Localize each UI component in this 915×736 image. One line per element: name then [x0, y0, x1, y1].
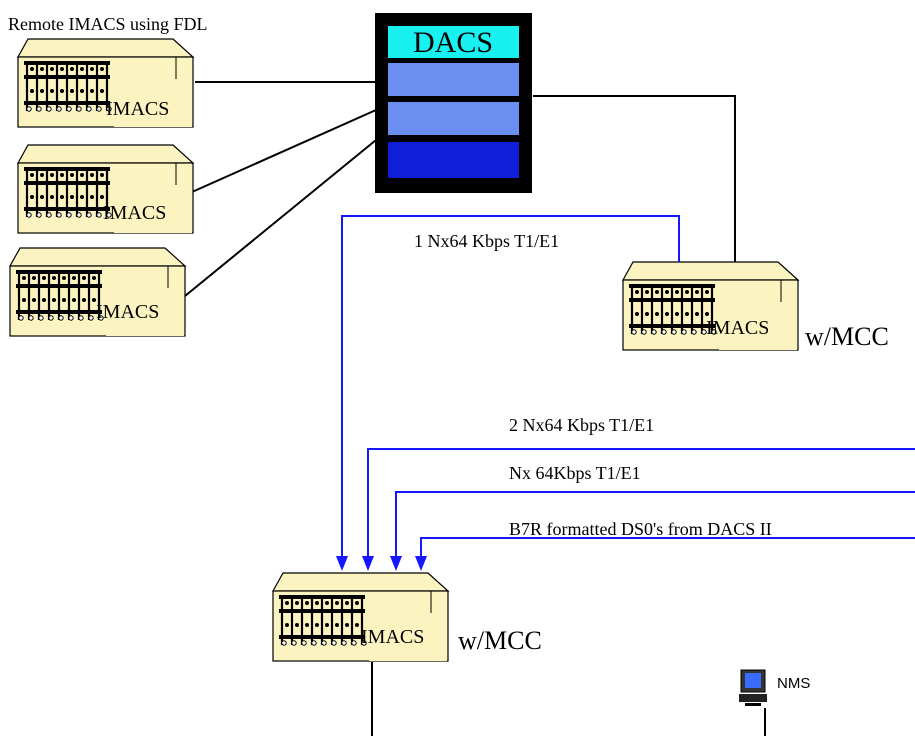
link-remote3-dacs — [184, 139, 377, 297]
dacs-top-slot — [388, 26, 519, 58]
blue-links — [341, 215, 915, 560]
arrow-link-4 — [415, 556, 427, 571]
dacs-slot-2 — [388, 63, 519, 96]
upper-mcc-label: w/MCC — [805, 322, 889, 351]
diagram-title: Remote IMACS using FDL — [8, 14, 208, 34]
black-links — [184, 81, 766, 736]
dacs-slot-3 — [388, 102, 519, 135]
nms-computer-terminal-icon — [739, 669, 767, 712]
link-2-path — [367, 448, 915, 560]
link-3-path — [395, 491, 915, 560]
remote-imacs-1: IMACS — [18, 39, 193, 127]
link-3-label: Nx 64Kbps T1/E1 — [509, 463, 641, 483]
imacs-label: IMACS — [706, 317, 769, 339]
link-remote2-dacs — [191, 109, 377, 193]
dacs-label: DACS — [413, 26, 493, 59]
imacs-label: IMACS — [106, 98, 169, 120]
link-1-label: 1 Nx64 Kbps T1/E1 — [414, 231, 559, 251]
dacs-slot-4 — [388, 142, 519, 178]
nms-label: NMS — [777, 675, 810, 692]
lower-mcc-label: w/MCC — [458, 626, 542, 655]
blue-arrowheads — [336, 556, 427, 571]
link-1-path — [341, 215, 680, 560]
link-4-label: B7R formatted DS0's from DACS II — [509, 519, 772, 539]
imacs-label: IMACS — [361, 626, 424, 648]
link-4-path — [420, 537, 915, 560]
remote-imacs-3: IMACS — [10, 248, 185, 336]
imacs-label: IMACS — [96, 301, 159, 323]
dacs-switch: DACS — [375, 13, 532, 193]
upper-imacs-mcc: IMACS — [623, 262, 798, 350]
imacs-label: IMACS — [103, 202, 166, 224]
link-dacs-upper-imacs — [533, 95, 736, 262]
link-2-label: 2 Nx64 Kbps T1/E1 — [509, 415, 654, 435]
lower-imacs-mcc: IMACS — [273, 573, 448, 661]
arrow-link-2 — [362, 556, 374, 571]
arrow-link-1 — [336, 556, 348, 571]
remote-imacs-2: IMACS — [18, 145, 193, 233]
arrow-link-3 — [390, 556, 402, 571]
